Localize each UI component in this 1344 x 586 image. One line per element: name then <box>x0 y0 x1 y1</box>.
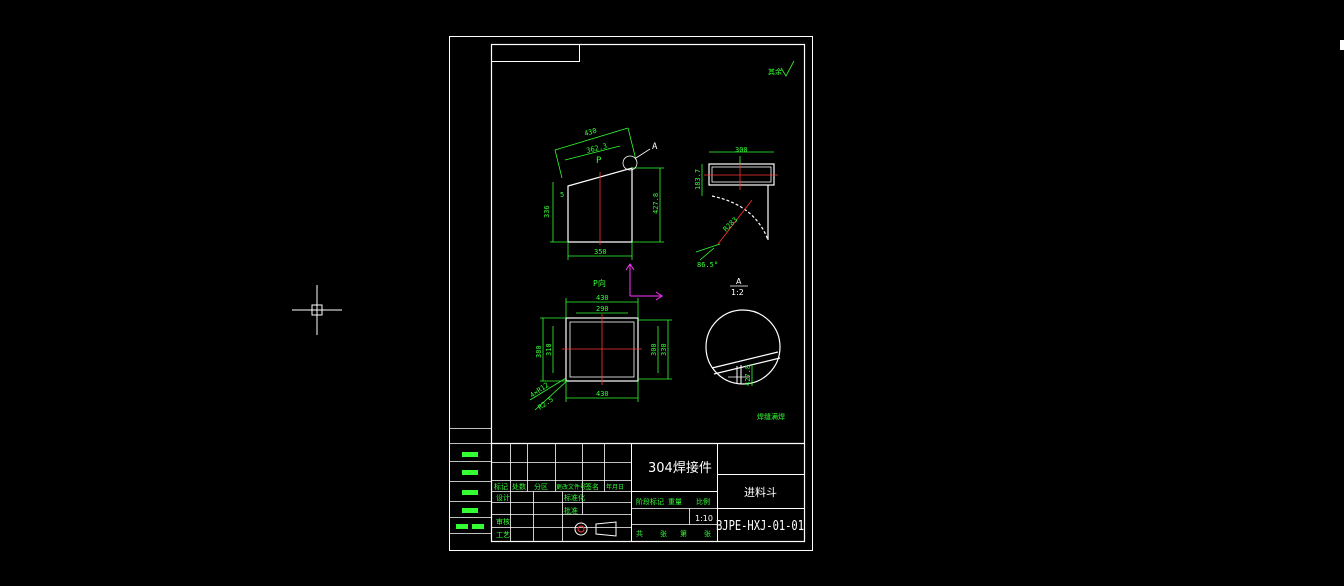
dim-plan-note2: R2.5 <box>537 395 555 411</box>
label-review: 审核 <box>496 517 510 526</box>
svg-text:签名: 签名 <box>585 482 599 491</box>
dim-right-height: 427.8 <box>652 193 660 214</box>
detail-a-view <box>705 309 781 386</box>
drawing-border <box>490 43 806 543</box>
dim-bottom-width: 350 <box>594 248 607 256</box>
right-view <box>695 151 778 261</box>
stage-label-mark: 阶段标记 <box>636 497 664 506</box>
dim-detail-value: 427.8 <box>744 365 752 386</box>
dim-plan-top-outer: 430 <box>596 294 609 302</box>
dim-left-height: 336 <box>543 205 551 218</box>
dim-plan-left-outer: 380 <box>535 345 543 358</box>
sheet-label-sheet1: 张 <box>660 529 667 538</box>
svg-text:年月日: 年月日 <box>606 483 624 491</box>
dim-plan-left-inner: 310 <box>545 343 553 356</box>
dim-right-left-height: 183.7 <box>694 169 702 190</box>
label-approve: 批准 <box>564 506 578 515</box>
svg-text:分区: 分区 <box>534 482 548 491</box>
crosshair-cursor <box>292 285 342 335</box>
stage-label-weight: 重量 <box>668 498 682 506</box>
surface-finish-note: 其余 <box>768 67 782 76</box>
view-label-a: A <box>652 142 658 152</box>
title-scale: 1:10 <box>695 514 713 523</box>
svg-text:更改文件号: 更改文件号 <box>556 483 586 491</box>
stage-label-scale: 比例 <box>696 497 710 506</box>
dim-right-top-width: 300 <box>735 146 748 154</box>
title-drawing-number: BJPE-HXJ-01-01 <box>716 519 804 534</box>
dim-top-width: 430 <box>583 127 597 138</box>
dim-right-radius: R283 <box>722 216 740 234</box>
dim-plan-top-inner: 290 <box>596 305 609 313</box>
surface-finish-symbol <box>780 60 795 77</box>
weld-note: 焊缝满焊 <box>757 412 785 421</box>
scrollbar-marker <box>1340 40 1344 50</box>
label-designer: 设计 <box>496 493 510 502</box>
sheet-label-total: 共 <box>636 529 643 538</box>
sheet-label-no: 第 <box>680 529 687 538</box>
sheet-outer-frame <box>449 36 813 551</box>
dim-plan-right-inner: 300 <box>650 343 658 356</box>
title-material: 304焊接件 <box>648 460 712 476</box>
side-view <box>550 127 664 260</box>
plan-view <box>529 298 672 411</box>
dim-plan-bottom: 430 <box>596 390 609 398</box>
dim-top-inner: 362.3 <box>586 142 608 155</box>
title-row-labels: 标记 处数 分区 更改文件号 签名 年月日 <box>494 482 624 491</box>
dim-plan-right-outer: 330 <box>660 343 668 356</box>
svg-text:处数: 处数 <box>512 482 526 491</box>
label-process: 工艺 <box>496 531 510 539</box>
title-block-frame <box>449 428 805 542</box>
view-label-p: P <box>596 156 602 166</box>
detail-a-scale: 1:2 <box>731 288 744 297</box>
code-box <box>491 44 580 62</box>
ucs-axis-icon <box>625 263 663 301</box>
dim-right-angle: 86.5° <box>697 261 718 269</box>
title-part-name: 进料斗 <box>744 485 777 499</box>
dim-small-gap: 5 <box>560 191 564 199</box>
view-p-title: P向 <box>593 278 606 288</box>
sheet-label-sheet2: 张 <box>704 529 711 538</box>
svg-text:标记: 标记 <box>494 482 508 491</box>
label-standardize: 标准化 <box>564 493 585 502</box>
detail-a-label: A <box>736 277 742 286</box>
